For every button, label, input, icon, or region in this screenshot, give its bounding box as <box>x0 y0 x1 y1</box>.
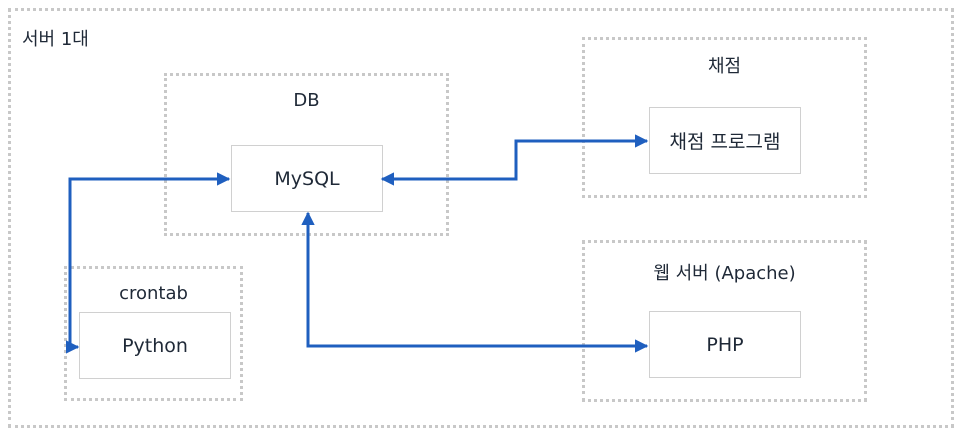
crontab-group-label: crontab <box>119 283 188 304</box>
grading-program-node[interactable]: 채점 프로그램 <box>649 107 801 174</box>
grading-group-label: 채점 <box>707 56 742 77</box>
server-group-label: 서버 1대 <box>22 29 89 50</box>
db-group-label: DB <box>293 90 320 111</box>
grading-group: 채점 <box>582 37 867 198</box>
mysql-node[interactable]: MySQL <box>231 145 383 212</box>
server-group <box>8 8 954 428</box>
php-node[interactable]: PHP <box>649 311 801 378</box>
web-server-group-label: 웹 서버 (Apache) <box>653 263 796 284</box>
python-node[interactable]: Python <box>79 312 231 379</box>
